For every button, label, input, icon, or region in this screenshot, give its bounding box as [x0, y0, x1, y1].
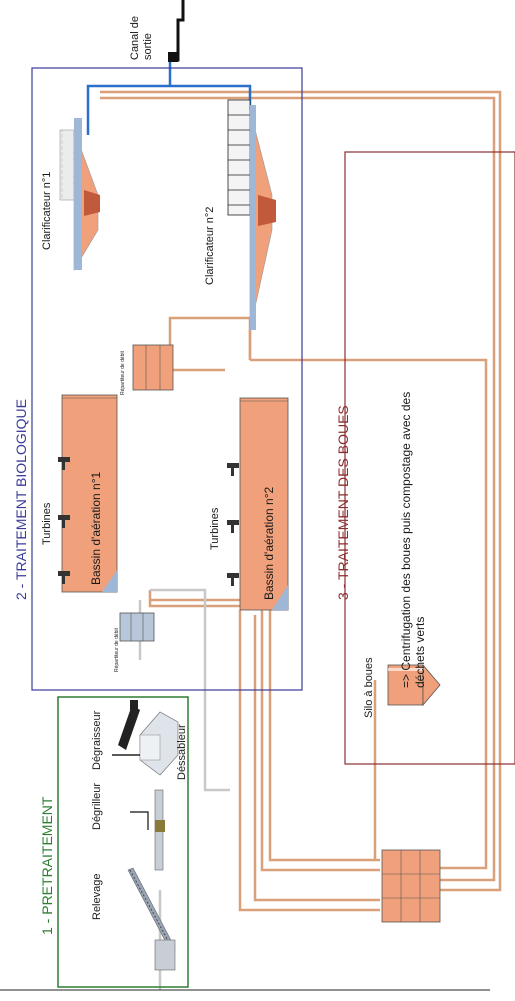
silo-a-boues [387, 663, 441, 707]
section-boues-box [344, 151, 515, 765]
section-pretraitement-title: 1 - PRETRAITEMENT [39, 796, 55, 935]
repartiteur-2-label: Répartiteur de débit [114, 627, 120, 672]
turbine-icon [227, 463, 239, 476]
canal-label-line2: sortie [142, 33, 154, 60]
degrilleur-label: Dégrilleur [91, 783, 103, 830]
bassin-2-label: Bassin d'aération n°2 [262, 487, 276, 600]
repartiteur-boues [381, 849, 441, 923]
turbine-icon [58, 571, 70, 584]
silo-label: Silo à boues [363, 657, 375, 718]
turbine-icon [227, 520, 239, 533]
outlet-channel: Canal de sortie [129, 0, 185, 62]
boues-desc-line2: déchets verts [413, 617, 427, 688]
degraisseur-label: Dégraisseur [91, 710, 103, 770]
water-pipes [113, 400, 230, 990]
bassin-1-label: Bassin d'aération n°1 [89, 472, 103, 585]
turbines-1-label: Turbines [41, 502, 53, 545]
turbines-2 [227, 463, 239, 586]
relevage-label: Relevage [91, 874, 103, 920]
clarificateur-1-label: Clarificateur n°1 [41, 172, 53, 250]
bassin-aeration-2 [239, 397, 289, 611]
repartiteur-2 [119, 612, 155, 642]
section-biologique-box [31, 67, 303, 691]
repartiteur-1 [132, 344, 174, 391]
boues-desc-line1: => Centrifugation des boues puis compost… [399, 392, 413, 688]
bassin-aeration-1 [61, 394, 118, 593]
repartiteur-1-label: Répartiteur de débit [120, 350, 126, 395]
clarificateur-2-label: Clarificateur n°2 [204, 207, 216, 285]
section-pretraitement-box [57, 696, 189, 988]
clarificateur-1 [59, 118, 100, 272]
section-biologique-title: 2 - TRAITEMENT BIOLOGIQUE [13, 399, 29, 600]
turbine-icon [58, 457, 70, 470]
dessableur-label: Déssableur [176, 724, 188, 780]
turbines-2-label: Turbines [209, 507, 221, 550]
turbines-1 [58, 457, 70, 584]
canal-label-line1: Canal de [129, 16, 141, 60]
section-boues-title: 3 - TRAITEMENT DES BOUES [335, 405, 351, 600]
turbine-icon [58, 515, 70, 528]
sludge-return-pipes [100, 90, 502, 912]
pretraitement-equipment [112, 700, 179, 971]
turbine-icon [227, 573, 239, 586]
clarificateur-2 [227, 99, 276, 331]
